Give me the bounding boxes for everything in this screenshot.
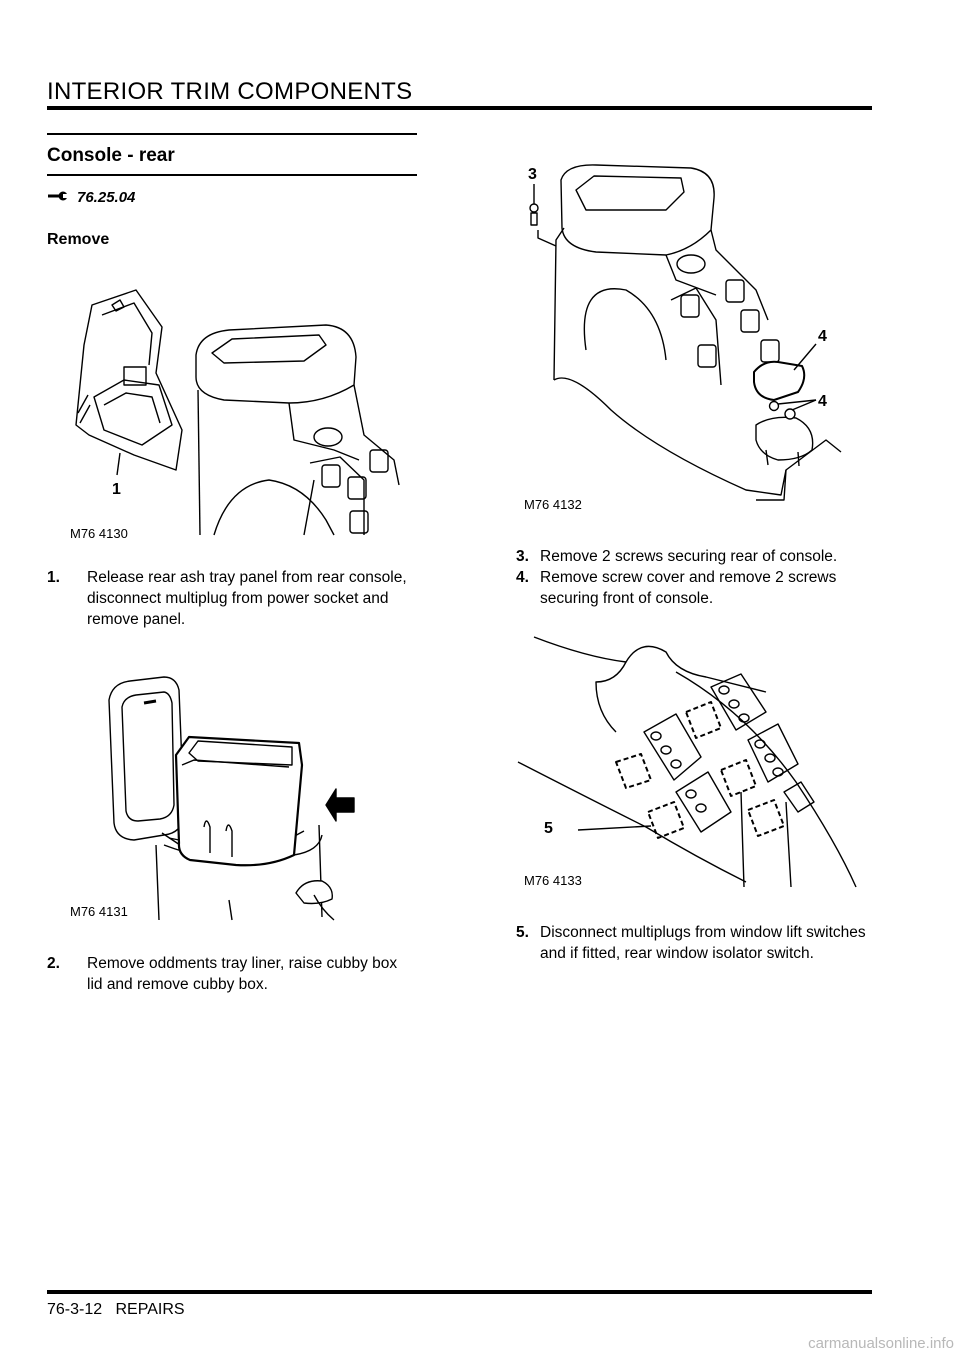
step-number: 1. — [47, 569, 60, 586]
callout-label: 3 — [528, 166, 537, 183]
step-text: Remove screw cover and remove 2 screws s… — [540, 567, 836, 609]
figure-ash-tray-panel: 1 M76 4130 — [64, 285, 404, 545]
figure-reference: M76 4133 — [524, 873, 582, 888]
step-line: Disconnect multiplugs from window lift s… — [540, 924, 866, 941]
step-line: remove panel. — [87, 611, 186, 628]
step-text: Release rear ash tray panel from rear co… — [87, 567, 407, 630]
callout-label: 4 — [818, 328, 827, 345]
figure-reference: M76 4130 — [70, 526, 128, 541]
step-line: Remove oddments tray liner, raise cubby … — [87, 955, 398, 972]
section-rule-top — [47, 133, 417, 135]
step-3: 3. Remove 2 screws securing rear of cons… — [516, 546, 896, 568]
page-header-title: INTERIOR TRIM COMPONENTS — [47, 78, 413, 105]
figure-window-switches: 5 M76 4133 — [516, 632, 861, 892]
step-text: Remove 2 screws securing rear of console… — [540, 546, 837, 567]
step-line: Remove screw cover and remove 2 screws — [540, 569, 837, 586]
watermark: carmanualsonline.info — [808, 1335, 954, 1352]
wrench-icon — [47, 189, 69, 206]
figure-reference: M76 4131 — [70, 904, 128, 919]
footer-rule — [47, 1290, 872, 1294]
step-1: 1. Release rear ash tray panel from rear… — [47, 567, 427, 631]
figure-cubby-box: M76 4131 — [64, 655, 384, 925]
callout-label: 4 — [818, 393, 827, 410]
operation-code: 76.25.04 — [47, 189, 135, 206]
figure-reference: M76 4132 — [524, 497, 582, 512]
step-number: 5. — [516, 924, 529, 941]
section-title: Console - rear — [47, 145, 175, 166]
step-line: and if fitted, rear window isolator swit… — [540, 945, 814, 962]
step-number: 2. — [47, 955, 60, 972]
section-rule-bottom — [47, 174, 417, 176]
step-line: securing front of console. — [540, 590, 714, 607]
remove-subheading: Remove — [47, 231, 110, 248]
step-line: lid and remove cubby box. — [87, 976, 268, 993]
footer-page-reference: 76-3-12 REPAIRS — [47, 1301, 185, 1318]
step-number: 4. — [516, 569, 529, 586]
step-5: 5. Disconnect multiplugs from window lif… — [516, 922, 916, 966]
step-number: 3. — [516, 548, 529, 565]
step-line: Remove 2 screws securing rear of console… — [540, 548, 838, 565]
step-2: 2. Remove oddments tray liner, raise cub… — [47, 953, 427, 997]
header-rule — [47, 106, 872, 110]
step-line: disconnect multiplug from power socket a… — [87, 590, 389, 607]
step-4: 4. Remove screw cover and remove 2 screw… — [516, 567, 896, 611]
step-text: Disconnect multiplugs from window lift s… — [540, 922, 866, 964]
figure-console-screws: 3 4 4 M76 4132 — [516, 160, 856, 520]
operation-code-text: 76.25.04 — [77, 189, 136, 206]
callout-label: 5 — [544, 820, 553, 837]
step-text: Remove oddments tray liner, raise cubby … — [87, 953, 397, 995]
step-line: Release rear ash tray panel from rear co… — [87, 569, 407, 586]
callout-label: 1 — [112, 481, 121, 498]
